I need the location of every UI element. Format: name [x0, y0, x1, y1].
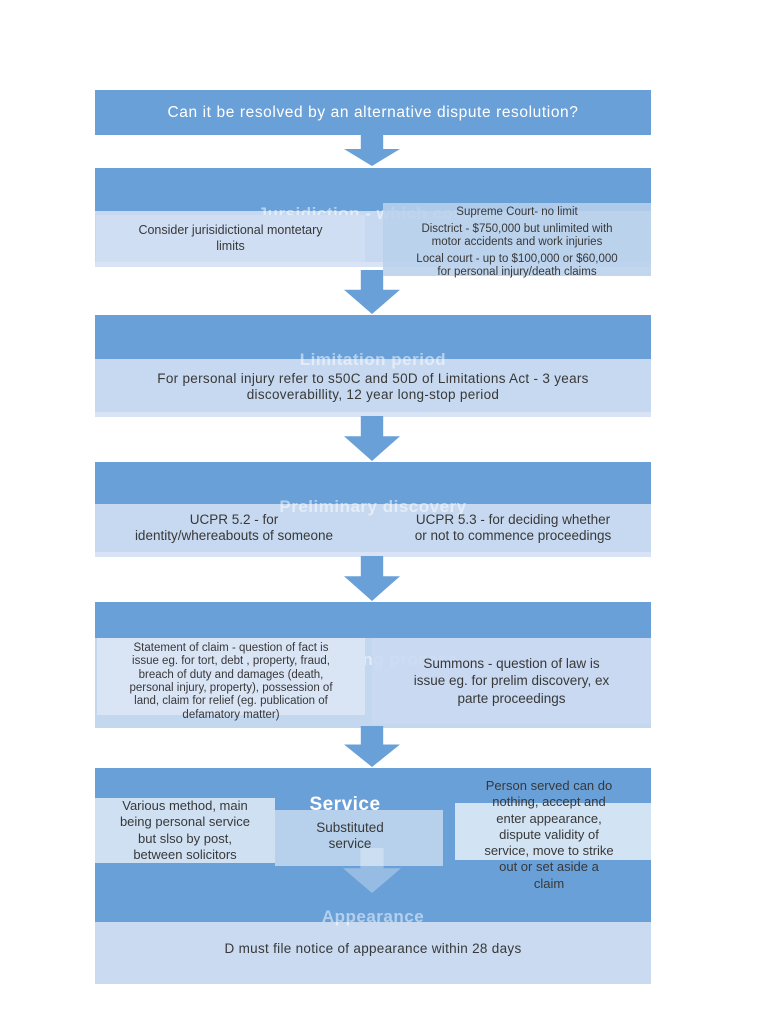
step-service-box: Service Various method, main being perso… — [95, 768, 651, 893]
statement-of-claim-note: Statement of claim - question of fact is… — [97, 638, 365, 721]
jurisdiction-supreme-court-note: Supreme Court- no limit — [456, 206, 578, 218]
step-originating-process-box: Originating process Statement of claim -… — [95, 602, 651, 728]
down-arrow-icon — [344, 135, 400, 166]
substituted-service-panel — [275, 810, 443, 866]
step-service-title: Service — [309, 794, 381, 815]
ucpr-52-note: UCPR 5.2 - for identity/whereabouts of s… — [134, 512, 334, 544]
step-adr-title: Can it be resolved by an alternative dis… — [167, 103, 579, 121]
step-jurisdiction-box: Jursidiction - which court? Consider jur… — [95, 168, 651, 278]
jurisdiction-right-note: Supreme Court- no limit Disctrict - $750… — [383, 203, 651, 278]
down-arrow-icon — [344, 726, 400, 767]
down-arrow-icon — [344, 556, 400, 601]
bottom-strip — [95, 262, 651, 267]
jurisdiction-left-note: Consider jurisidictional montetary limit… — [96, 215, 365, 262]
step-preliminary-discovery-title: Preliminary discovery — [279, 497, 467, 516]
step-adr-box: Can it be resolved by an alternative dis… — [95, 90, 651, 135]
step-limitation-header-band — [95, 315, 651, 359]
person-served-note: Person served can do nothing, accept and… — [484, 778, 614, 891]
jurisdiction-district-court-note: Disctrict - $750,000 but unlimited with … — [421, 222, 613, 249]
limitation-body-text: For personal injury refer to s50C and 50… — [157, 371, 589, 403]
ucpr-53-note: UCPR 5.3 - for deciding whether or not t… — [414, 512, 612, 544]
step-preliminary-discovery-box: Preliminary discovery UCPR 5.2 - for ide… — [95, 462, 651, 557]
down-arrow-icon — [344, 416, 400, 461]
bottom-strip — [95, 552, 651, 557]
jurisdiction-local-court-note: Local court - up to $100,000 or $60,000 … — [416, 252, 618, 279]
step-limitation-box: Limitation period For personal injury re… — [95, 315, 651, 417]
step-appearance-header-band — [95, 893, 651, 922]
step-preliminary-discovery-header-band — [95, 462, 651, 504]
step-appearance-title: Appearance — [321, 907, 425, 926]
step-originating-process-header-band — [95, 602, 651, 638]
summons-note: Summons - question of law is issue eg. f… — [372, 638, 651, 724]
step-appearance-box: Appearance D must file notice of appeara… — [95, 893, 651, 984]
person-served-panel — [455, 803, 651, 860]
step-limitation-title: Limitation period — [299, 350, 447, 369]
appearance-body-text: D must file notice of appearance within … — [224, 941, 522, 956]
service-methods-note: Various method, main being personal serv… — [95, 798, 275, 863]
substituted-service-note: Substituted service — [316, 820, 384, 852]
bottom-strip — [95, 412, 651, 417]
